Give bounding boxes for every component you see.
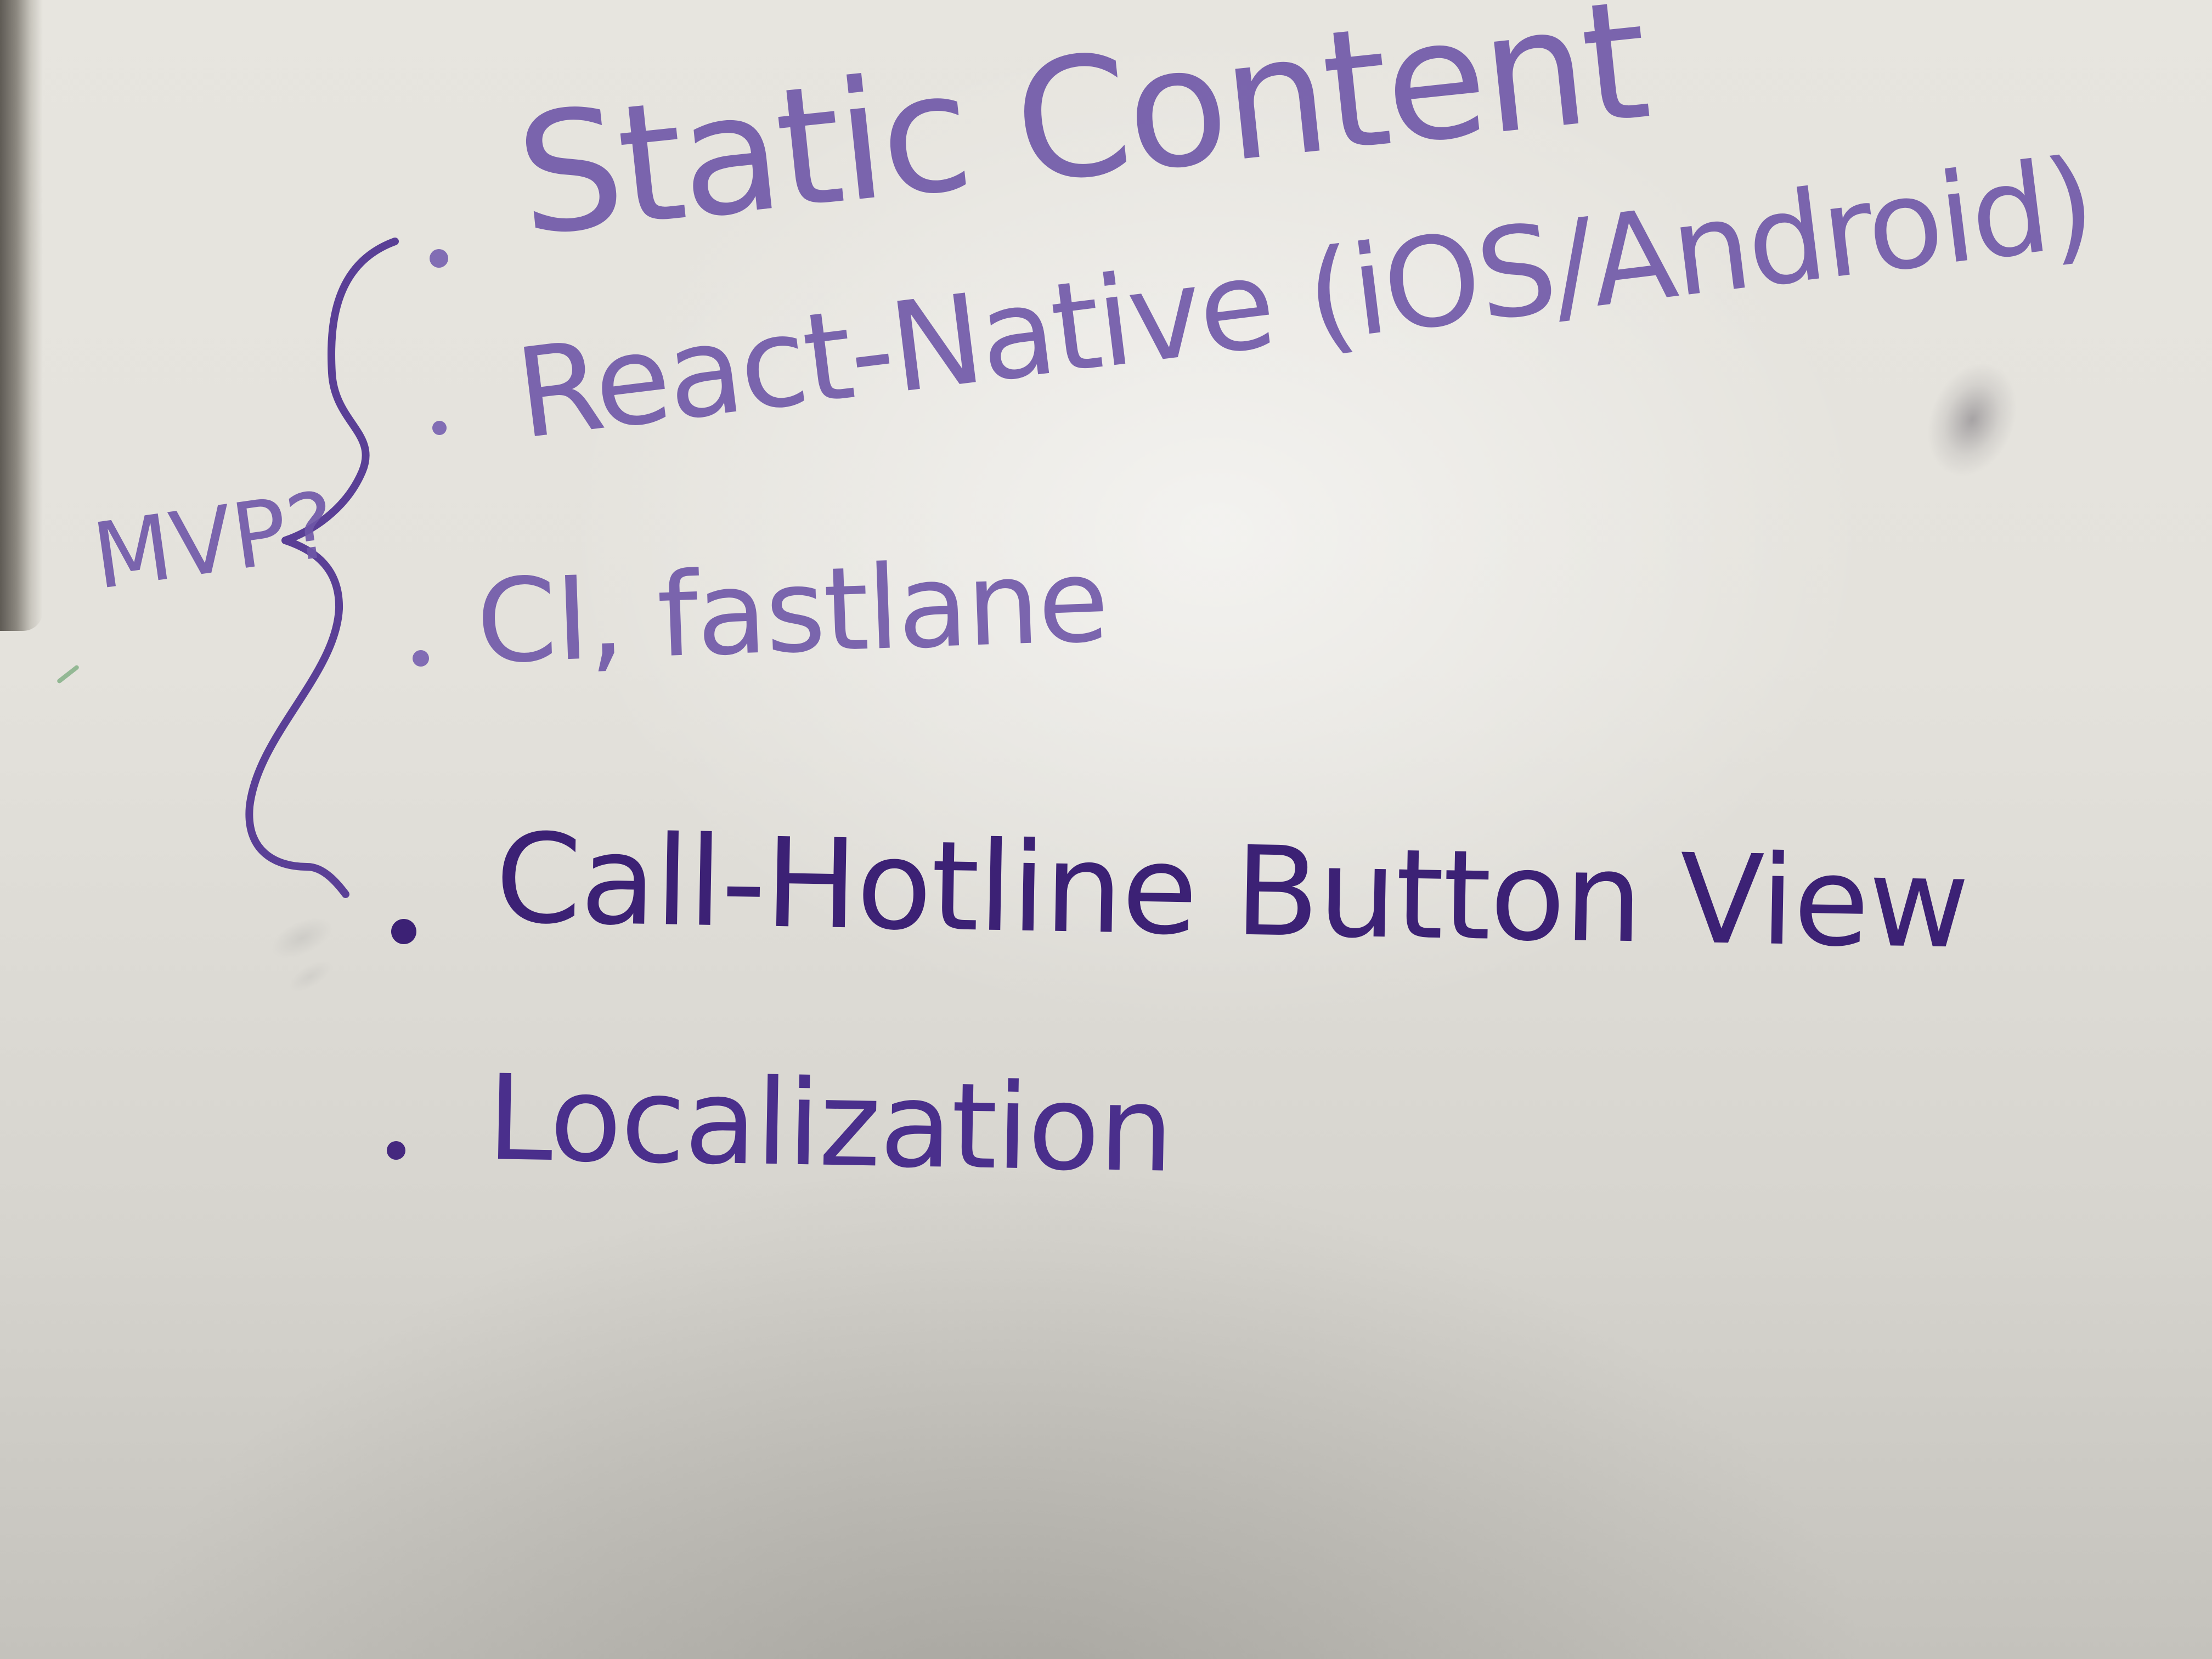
bullet-dot [413, 650, 429, 667]
board-edge [0, 0, 43, 631]
list-item-localization: Localization [486, 1049, 1174, 1199]
bullet-dot [432, 421, 447, 435]
curly-brace [245, 238, 399, 898]
bullet-dot [430, 249, 448, 268]
list-item-ci-fastlane: CI, fastlane [474, 533, 1109, 690]
list-item-call-hotline: Call-Hotline Button View [494, 807, 1970, 977]
bullet-dot [387, 1141, 405, 1160]
bullet-dot [391, 919, 416, 944]
